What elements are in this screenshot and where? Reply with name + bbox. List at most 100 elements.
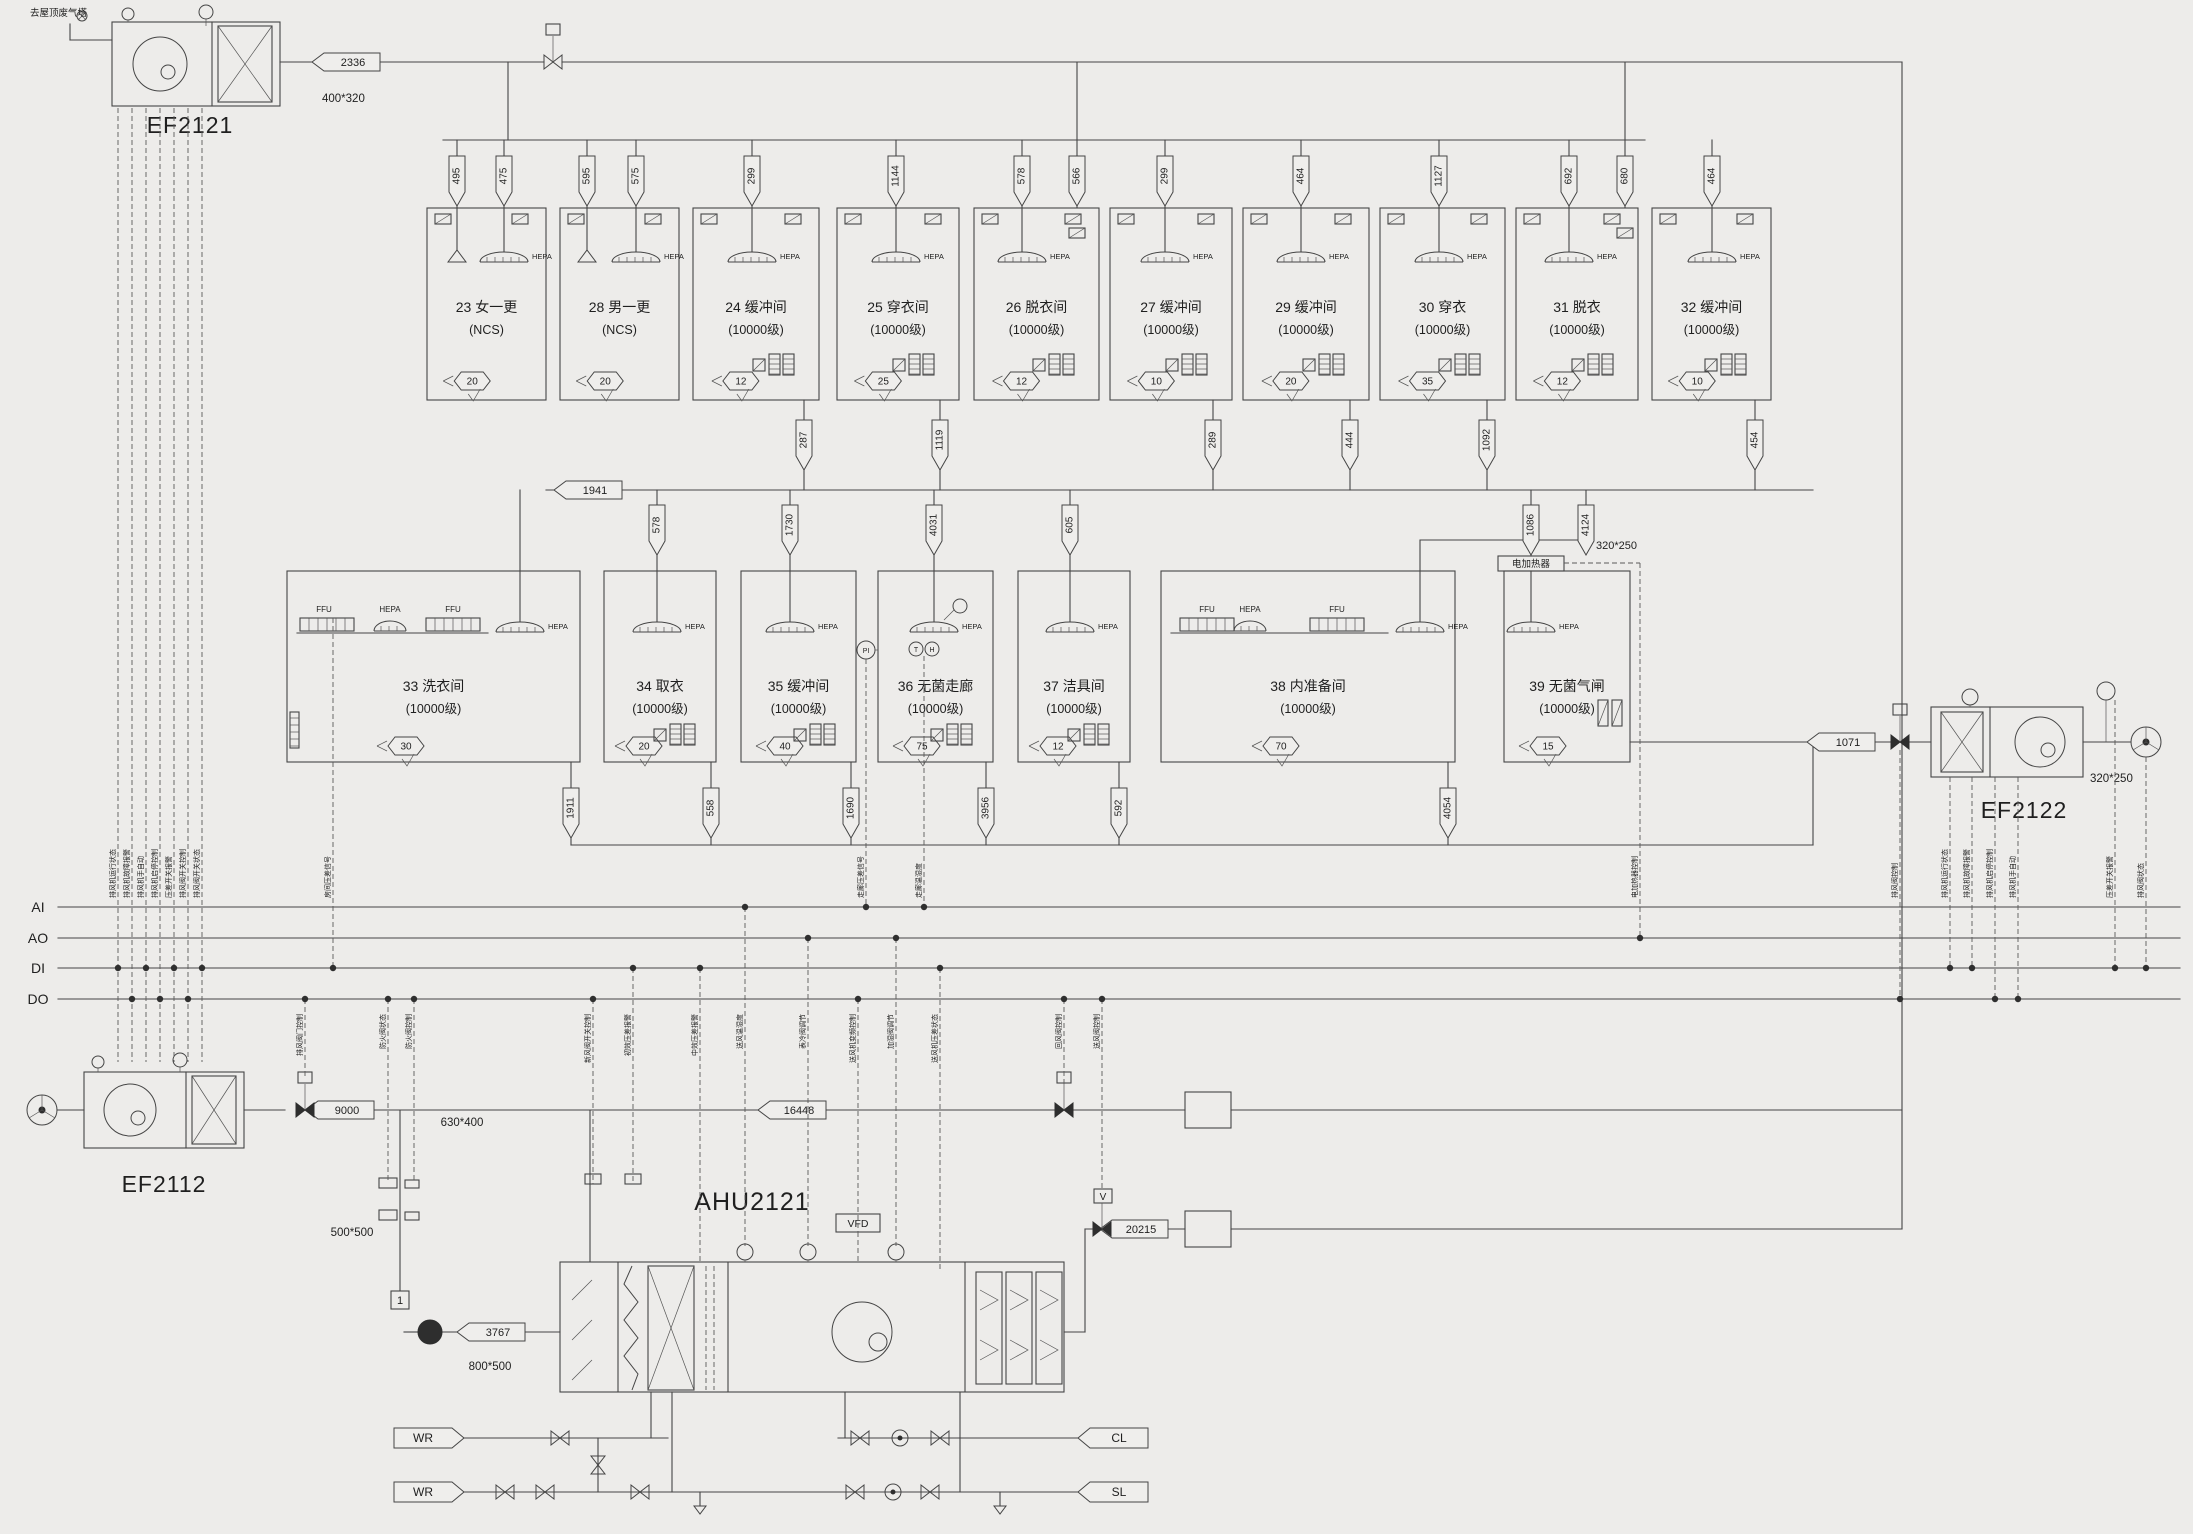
bus-junction-dot	[301, 995, 309, 1003]
room-cleanliness-grade: (10000级)	[771, 702, 827, 716]
polygon-shape	[562, 787, 580, 840]
polygon-shape	[295, 1101, 306, 1119]
ffu-label: FFU	[445, 605, 461, 614]
rect-shape	[1601, 353, 1614, 376]
signal-label: 排风机手自动	[2008, 856, 2017, 898]
path-shape	[1506, 621, 1556, 633]
signal-label: 排风机启停控制	[1985, 849, 1994, 898]
rect-shape	[390, 1290, 410, 1310]
ffu-label: FFU	[1199, 605, 1215, 614]
hepa-filter-label: HEPA	[1559, 622, 1579, 631]
airflow-value-flag: 575	[631, 167, 642, 184]
signal-label: 中效压差报警	[690, 1014, 699, 1056]
circle-shape	[160, 64, 176, 80]
airflow-value-flag: 566	[1072, 167, 1083, 184]
line-shape	[191, 1075, 237, 1145]
bus-junction-dot	[2142, 964, 2150, 972]
rect-shape	[908, 353, 921, 376]
polyline-shape	[979, 1339, 999, 1361]
room-cleanliness-grade: (10000级)	[1278, 323, 1334, 337]
rect-shape	[111, 21, 281, 107]
airflow-value-flag: 287	[799, 431, 810, 448]
polyline-shape	[979, 1289, 999, 1311]
path-shape	[1053, 753, 1067, 767]
polygon-shape	[1039, 736, 1077, 756]
hepa-filter-label: HEPA	[1329, 252, 1349, 261]
polygon-shape	[627, 155, 645, 208]
polygon-shape	[625, 736, 663, 756]
rect-shape	[924, 213, 942, 225]
path-shape	[467, 388, 481, 402]
line-shape	[576, 380, 587, 387]
ductwork	[56, 23, 2132, 1333]
air-change-rate: 10	[1692, 377, 1704, 388]
rect-shape	[1250, 213, 1268, 225]
hepa-filter-label: HEPA	[1740, 252, 1760, 261]
polygon-shape	[930, 1429, 941, 1447]
path-shape	[879, 388, 892, 402]
polygon-shape	[304, 1101, 315, 1119]
signal-wiring: 排风机运行状态排风机故障报警排风机手自动排风机启停控制压差开关报警排风阀开关控制…	[108, 108, 2150, 1270]
polygon-shape	[939, 1429, 950, 1447]
airflow-value-flag: 3956	[981, 796, 992, 819]
polygon-shape	[544, 1483, 555, 1501]
path-shape	[495, 621, 545, 633]
polygon-shape	[311, 52, 381, 72]
polygon-shape	[1430, 155, 1448, 208]
polygon-shape	[639, 1483, 650, 1501]
air-change-rate: 12	[735, 377, 747, 388]
hepa-filter-label: HEPA	[1597, 252, 1617, 261]
air-change-rate: 25	[878, 377, 890, 388]
path-shape	[997, 251, 1047, 263]
path-shape	[1423, 388, 1436, 402]
rect-shape	[1181, 353, 1194, 376]
air-change-rate: 70	[1275, 742, 1287, 753]
circle-shape	[130, 1110, 146, 1126]
airflow-value-flag: 299	[1160, 167, 1171, 184]
room-cleanliness-grade: (10000级)	[1046, 702, 1102, 716]
air-change-rate: 35	[1422, 377, 1434, 388]
room-title: 32 缓冲间	[1681, 299, 1742, 315]
rect-shape	[1035, 1271, 1063, 1385]
polygon-shape	[781, 504, 799, 557]
rect-shape	[844, 213, 862, 225]
hepa-filter-label: HEPA	[1239, 605, 1261, 614]
path-shape	[1544, 251, 1594, 263]
rect-shape	[1523, 213, 1541, 225]
bus-junction-dot	[184, 995, 192, 1003]
hepa-filter-label: HEPA	[1448, 622, 1468, 631]
manual-valve	[495, 1483, 515, 1501]
duct-size-fresh: 800*500	[469, 1361, 512, 1373]
hepa-filter-label: HEPA	[379, 605, 401, 614]
water-line-tag: WR	[413, 1431, 433, 1445]
polygon-shape	[1292, 155, 1310, 208]
circle-shape	[908, 641, 924, 657]
bus-junction-dot	[114, 964, 122, 972]
airflow-value-flag: 592	[1114, 799, 1125, 816]
manual-valve	[589, 1455, 607, 1475]
rect-shape	[1083, 723, 1096, 746]
airflow-value-flag: 444	[1345, 431, 1356, 448]
polygon-shape	[993, 1505, 1007, 1515]
rect-shape	[836, 207, 960, 401]
rect-shape	[981, 213, 999, 225]
polygon-shape	[722, 371, 760, 391]
polygon-shape	[1013, 155, 1031, 208]
ffu-label: FFU	[316, 605, 332, 614]
polygon-shape	[929, 1483, 940, 1501]
line-shape	[576, 375, 587, 382]
rect-shape	[1503, 570, 1631, 763]
line-shape	[711, 375, 723, 382]
line-shape	[1251, 745, 1263, 752]
rect-shape	[1720, 353, 1733, 376]
polygon-shape	[1522, 504, 1540, 557]
line-shape	[644, 213, 662, 225]
path-shape	[1233, 620, 1267, 632]
manual-valve	[930, 1429, 950, 1447]
polygon-shape	[535, 1483, 546, 1501]
line-shape	[1064, 213, 1082, 225]
room-cleanliness-grade: (NCS)	[469, 323, 504, 337]
